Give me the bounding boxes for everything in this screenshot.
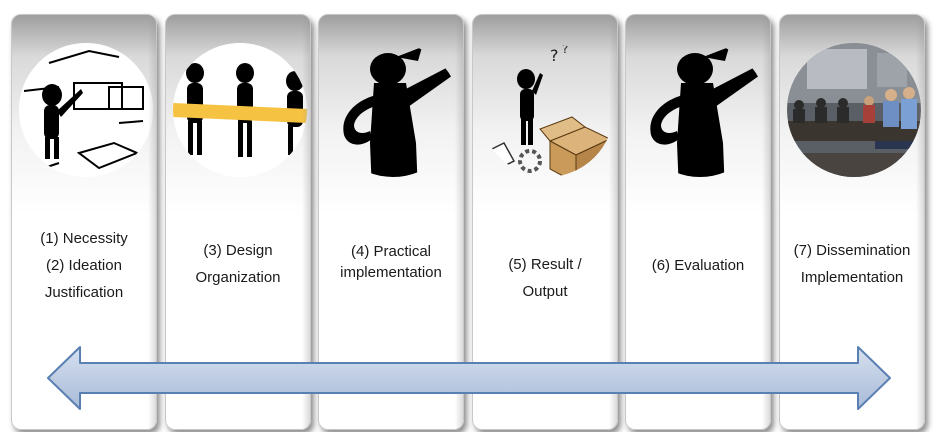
step-card-7: (7) Dissemination Implementation — [779, 14, 925, 430]
planning-figure-icon — [19, 43, 153, 177]
step-6-line-1: (6) Evaluation — [651, 257, 745, 274]
double-arrow-icon — [47, 346, 891, 410]
step-5-line-1: (5) Result / — [508, 256, 582, 273]
pointing-figure-icon — [326, 43, 460, 177]
step-4-line-1: (4) Practical — [350, 243, 432, 260]
step-4-line-2: implementation — [340, 264, 442, 281]
svg-text:?: ? — [550, 46, 559, 65]
step-card-4: (4) Practical implementation — [318, 14, 464, 430]
step-1-line-2: (2) Ideation — [46, 257, 122, 274]
step-3-line-2: Organization — [195, 269, 281, 286]
step-7-line-1: (7) Dissemination — [793, 242, 911, 259]
pointing-figure-icon — [633, 43, 767, 177]
step-1-line-1: (1) Necessity — [40, 230, 128, 247]
step-label-4: (4) Practical implementation — [319, 241, 463, 283]
step-label-7: (7) Dissemination Implementation — [780, 237, 924, 291]
step-card-5: ? ? (5) Result / — [472, 14, 618, 430]
step-label-6: (6) Evaluation — [626, 252, 770, 279]
team-figures-icon — [173, 43, 307, 177]
step-7-line-2: Implementation — [800, 269, 904, 286]
step-3-line-1: (3) Design — [203, 242, 273, 259]
audience-photo-icon — [787, 43, 921, 177]
step-1-line-3: Justification — [44, 284, 124, 301]
step-label-1: (1) Necessity (2) Ideation Justification — [12, 225, 156, 306]
step-label-3: (3) Design Organization — [166, 237, 310, 291]
step-card-1: (1) Necessity (2) Ideation Justification — [11, 14, 157, 430]
step-card-3: (3) Design Organization — [165, 14, 311, 430]
thinking-figure-box-icon: ? ? — [480, 43, 614, 177]
step-label-5: (5) Result / Output — [473, 251, 617, 305]
step-5-line-2: Output — [522, 283, 568, 300]
step-card-6: (6) Evaluation — [625, 14, 771, 430]
svg-text:?: ? — [562, 43, 568, 56]
